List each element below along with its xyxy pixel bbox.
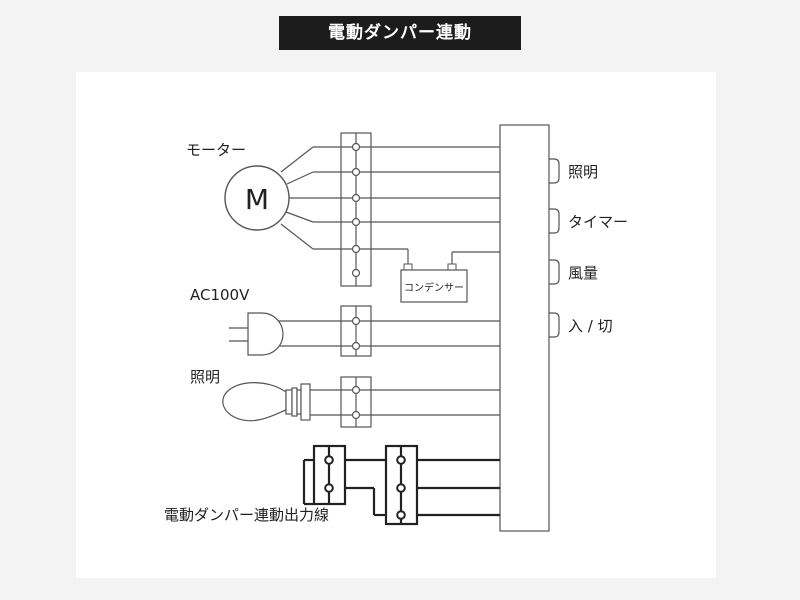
condenser [400, 263, 468, 303]
motor-label: モーター [186, 141, 246, 159]
switch-label-fan-speed: 風量 [568, 264, 598, 282]
terminal-block-damper-left [312, 444, 347, 506]
lamp-bulb-icon [222, 382, 311, 422]
switch-label-lighting: 照明 [568, 163, 598, 181]
terminal-block-motor [340, 132, 372, 287]
terminal-block-damper-right [384, 444, 419, 526]
condenser-label: コンデンサー [404, 281, 464, 294]
lamp-label: 照明 [190, 368, 220, 386]
power-label: AC100V [190, 286, 250, 304]
damper-output-label: 電動ダンパー連動出力線 [164, 506, 329, 524]
motor-symbol-label: M [245, 183, 269, 216]
switch-label-power: 入 / 切 [568, 317, 613, 335]
switch-brackets [549, 158, 560, 338]
wires-thin [264, 146, 500, 416]
page-title: 電動ダンパー連動 [279, 16, 521, 50]
switch-label-timer: タイマー [568, 213, 628, 231]
terminal-block-lamp [340, 376, 372, 428]
control-box [499, 124, 550, 532]
motor-symbol [224, 165, 290, 231]
power-plug-icon [229, 312, 284, 356]
terminal-block-power [340, 305, 372, 357]
